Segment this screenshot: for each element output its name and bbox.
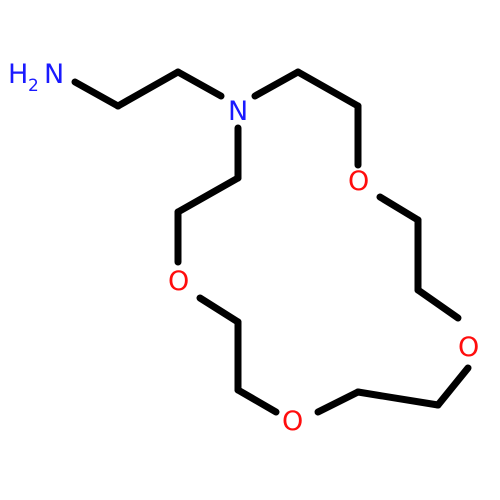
oxygen-label-1: O [348,166,369,197]
bonds [71,68,472,416]
bond-nh2-c1 [71,78,122,110]
amine-hydrogen: H [8,59,28,90]
amine-subscript: 2 [28,76,39,96]
bond-c2-n [174,68,225,100]
ring-nitrogen-label: N [228,96,248,127]
bond-c1-c2 [114,68,182,110]
oxygen-label-2: O [458,332,479,363]
bond-c3-c4 [294,68,362,110]
bond-c6-o2 [414,286,462,322]
bond-o2-c7 [434,364,472,409]
bond-c8-o3 [314,388,362,416]
bond-o3-c9 [234,386,280,416]
oxygen-label-3: O [282,406,303,437]
bond-o1-c5 [376,193,422,224]
amine-nitrogen: N [44,59,64,90]
bond-c7-c8 [354,388,442,409]
bond-c11-c12 [174,174,242,216]
amine-group-label: H 2 N [8,59,64,96]
bond-n-c3 [251,68,302,100]
oxygen-label-4: O [168,266,189,297]
bond-c10-o4 [196,294,242,326]
